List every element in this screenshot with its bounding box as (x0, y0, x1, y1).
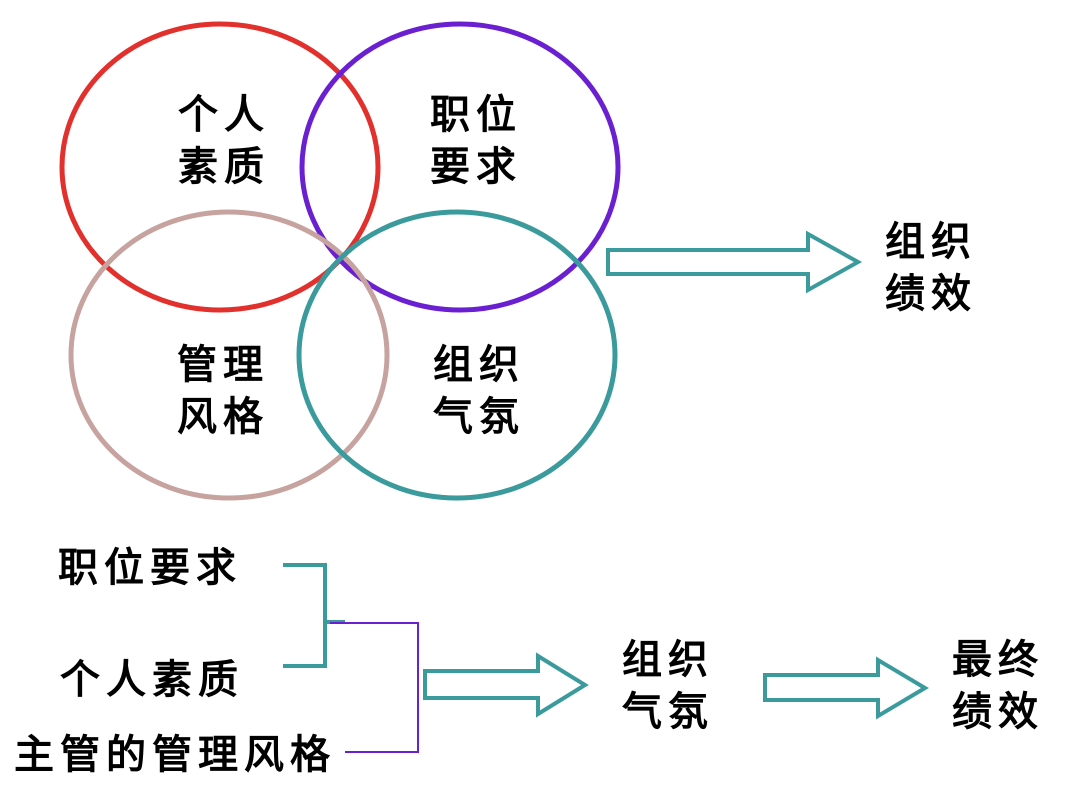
input-management-style: 主管的管理风格 (14, 732, 336, 778)
label-organizational-climate: 组织 气氛 (433, 342, 525, 440)
circle-management-style (68, 209, 390, 501)
arrow-inputs-to-climate (423, 652, 589, 718)
input-personal-quality: 个人素质 (60, 657, 244, 703)
bracket-teal (283, 563, 345, 668)
label-management-style: 管理 风格 (177, 342, 269, 440)
flow-final-performance: 最终 绩效 (952, 637, 1044, 735)
input-job-requirement: 职位要求 (58, 545, 242, 591)
arrow-venn-to-performance (606, 230, 863, 294)
arrow-climate-to-final (763, 656, 929, 720)
circle-personal-quality (59, 21, 381, 313)
flow-organizational-climate: 组织 气氛 (622, 637, 714, 735)
circle-organizational-climate (296, 209, 618, 501)
label-job-requirement: 职位 要求 (430, 92, 522, 190)
label-organizational-performance: 组织 绩效 (885, 219, 977, 317)
bracket-purple (330, 622, 419, 753)
circle-job-requirement (299, 21, 621, 313)
label-personal-quality: 个人 素质 (178, 92, 270, 190)
